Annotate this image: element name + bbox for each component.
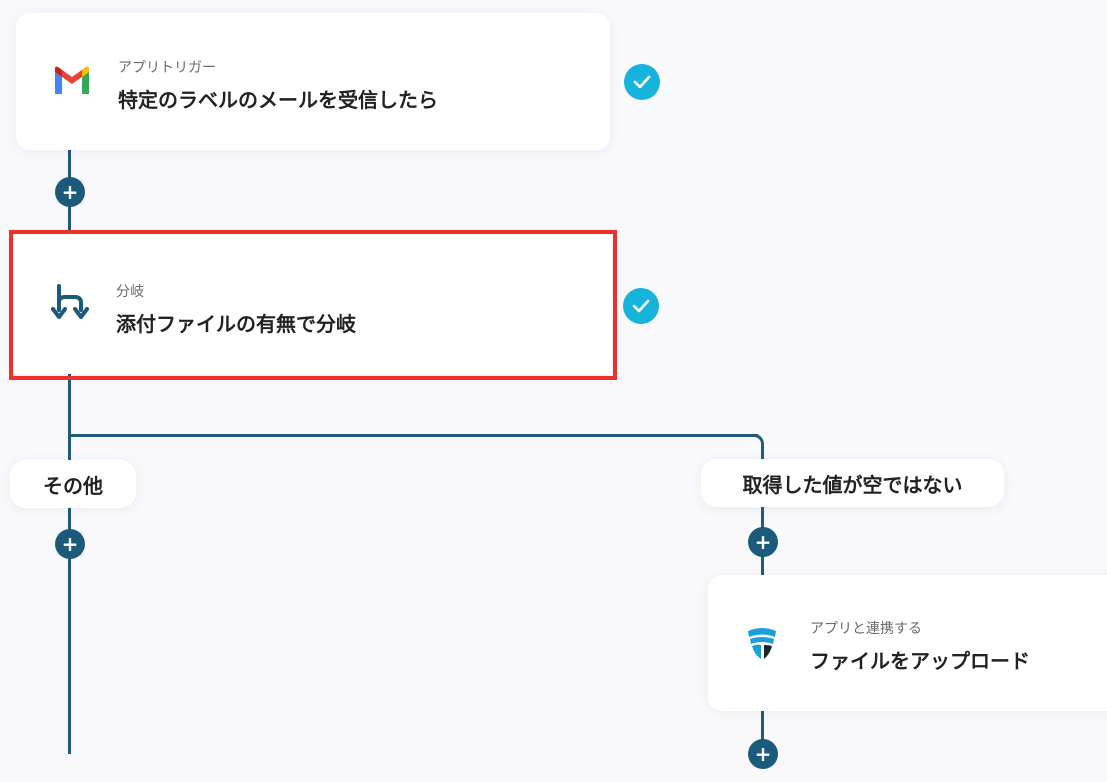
branch-icon	[50, 284, 90, 324]
connector-line	[68, 374, 71, 754]
step-title: 特定のラベルのメールを受信したら	[118, 88, 438, 112]
add-step-button[interactable]: +	[748, 527, 778, 557]
branch-step-card[interactable]: 分岐 添付ファイルの有無で分岐	[14, 234, 612, 374]
branch-label-other[interactable]: その他	[10, 460, 136, 508]
connector-line	[761, 708, 764, 752]
add-step-button[interactable]: +	[55, 177, 85, 207]
cloud-storage-app-icon	[742, 623, 782, 663]
branch-label-not-empty[interactable]: 取得した値が空ではない	[701, 459, 1004, 507]
step-category-label: 分岐	[116, 284, 144, 300]
upload-step-card[interactable]: アプリと連携する ファイルをアップロード	[708, 575, 1107, 711]
completed-check-icon	[624, 64, 660, 100]
gmail-icon	[52, 61, 92, 101]
branch-connector-line	[68, 434, 758, 437]
trigger-step-card[interactable]: アプリトリガー 特定のラベルのメールを受信したら	[16, 13, 610, 150]
connector-line	[761, 446, 764, 581]
add-step-button[interactable]: +	[55, 529, 85, 559]
add-step-button[interactable]: +	[748, 739, 778, 769]
branch-corner-line	[749, 434, 764, 449]
step-category-label: アプリトリガー	[118, 60, 216, 76]
step-category-label: アプリと連携する	[810, 621, 922, 637]
step-title: 添付ファイルの有無で分岐	[116, 312, 356, 336]
completed-check-icon	[623, 288, 659, 324]
step-title: ファイルをアップロード	[810, 649, 1030, 673]
